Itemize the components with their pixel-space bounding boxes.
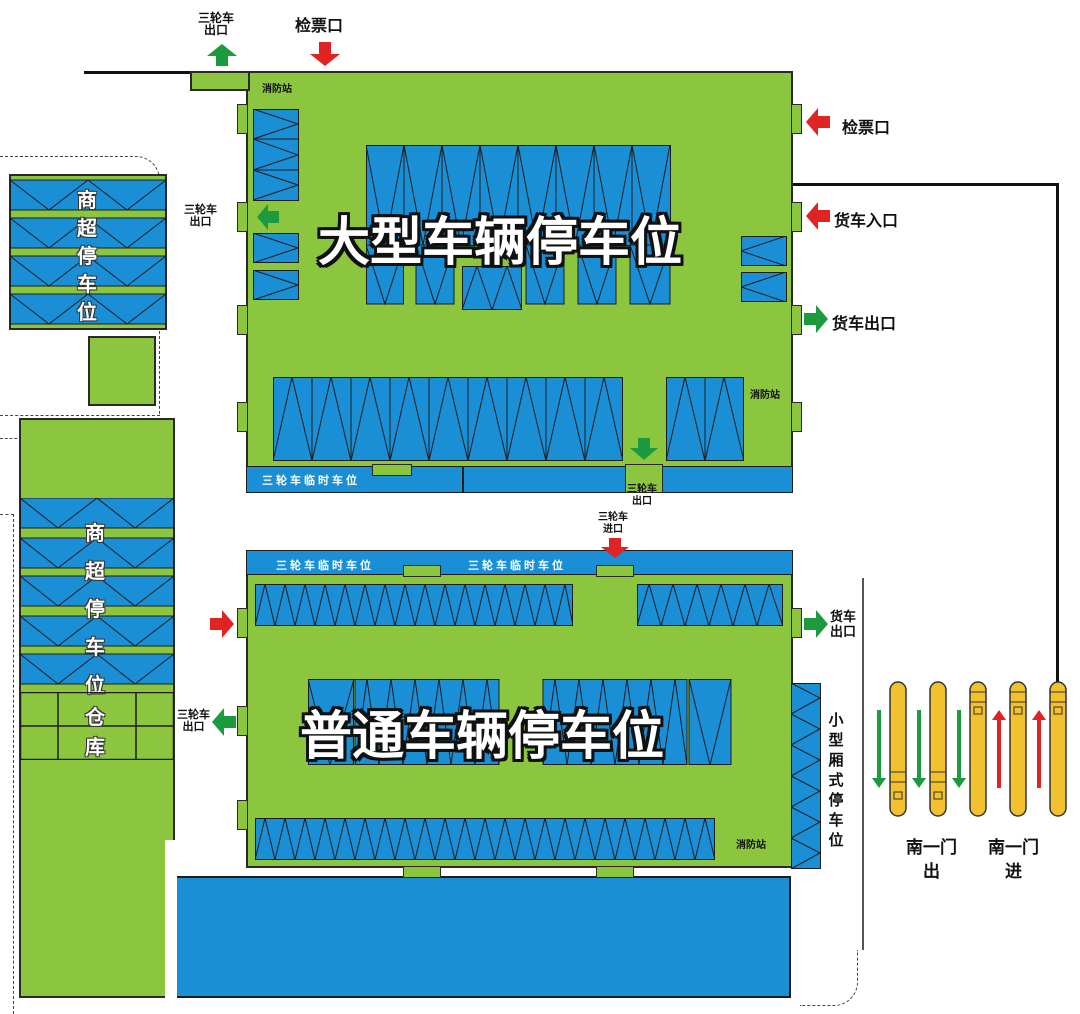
tricycle-temp-strip-mid <box>246 550 793 575</box>
lot-tab <box>791 608 802 638</box>
truck-exit-arrow-top <box>804 305 828 333</box>
top-entry-pad <box>190 71 250 91</box>
tricycle-entry-passage <box>596 565 634 577</box>
tricycle-exit-arrow-left-bottom <box>212 708 236 736</box>
tricycle-exit-top-label: 三轮车 出口 <box>198 11 235 37</box>
bottom-building <box>168 876 791 998</box>
lot-tab <box>237 305 248 335</box>
south-gate-entry-label: 南一门 进 <box>988 838 1039 882</box>
supermarket-parking-bottom <box>20 498 174 685</box>
tricycle-entry-arrow-down <box>601 538 629 558</box>
boundary-line-right <box>862 578 864 950</box>
parking-row-lower <box>255 818 715 860</box>
lot-tab <box>791 104 802 134</box>
lot-tab <box>237 402 248 432</box>
tricycle-temp-label-top: 三轮车临时车位 <box>262 474 360 487</box>
boundary-dashed-left <box>0 438 22 439</box>
lot-tab <box>237 202 248 232</box>
tricycle-exit-passage <box>625 464 663 493</box>
lot-tab <box>791 202 802 232</box>
parking-block-left-mid <box>253 233 299 263</box>
boundary-dashed-br <box>800 950 858 1006</box>
tricycle-entry-mid-label: 三轮车 进口 <box>598 512 628 535</box>
bottom-connector <box>403 866 441 878</box>
lot-tab <box>791 402 802 432</box>
parking-block-top-left <box>253 109 299 201</box>
fire-station-bottom: 消防站 <box>736 840 766 851</box>
boundary-line-top <box>84 71 194 74</box>
south-gate-barriers <box>872 681 1067 817</box>
strip-divider <box>462 466 464 493</box>
ticket-right-label: 检票口 <box>842 118 891 137</box>
strip-gap <box>403 565 441 577</box>
supermarket-label-top: 商超停车位 <box>77 188 97 324</box>
boundary-dashed-bottom <box>0 514 14 1014</box>
bottom-connector <box>596 866 634 878</box>
truck-exit-arrow-bottom <box>804 610 828 638</box>
lot-notch <box>165 840 177 1000</box>
exit-arrow-up <box>207 44 237 66</box>
large-parking-title: 大型车辆停车位 <box>318 213 683 273</box>
parking-block-right-lower <box>741 272 787 302</box>
small-box-parking-column <box>791 683 821 869</box>
access-road-line-v <box>1056 183 1059 683</box>
normal-parking-title: 普通车辆停车位 <box>300 707 665 767</box>
warehouse-label: 仓库 <box>85 705 105 759</box>
south-gate-exit-label: 南一门 出 <box>906 838 957 882</box>
parking-block-center-small <box>462 266 522 310</box>
lot-tab <box>237 800 248 830</box>
tricycle-temp-label-mid-right: 三轮车临时车位 <box>468 559 566 572</box>
parking-row-middle <box>308 679 732 765</box>
tricycle-exit-mid-label: 三轮车 出口 <box>627 484 657 507</box>
small-green-block <box>88 336 156 406</box>
lot-tab <box>237 706 248 736</box>
lot-tab <box>791 305 802 335</box>
parking-block-right-upper <box>741 236 787 266</box>
tricycle-exit-arrow-left-top <box>257 204 279 230</box>
truck-exit-top-label: 货车出口 <box>832 314 897 333</box>
small-box-parking-label: 小型厢式停车位 <box>828 711 844 849</box>
parking-row-upper-right <box>637 584 783 626</box>
fire-station-top: 消防站 <box>262 84 292 95</box>
truck-exit-bottom-label: 货车 出口 <box>830 610 857 640</box>
parking-block-large-top <box>366 145 671 305</box>
parking-row-upper-left <box>255 584 573 626</box>
truck-entry-label: 货车入口 <box>834 211 899 230</box>
supermarket-label-bottom: 商超停车位 <box>85 521 105 697</box>
entry-arrow-right <box>210 610 234 638</box>
strip-gap <box>372 464 412 476</box>
supermarket-parking-top <box>10 179 166 325</box>
warehouse-grid <box>20 692 174 760</box>
parking-block-left-low <box>253 270 299 300</box>
lot-tab <box>237 104 248 134</box>
tricycle-exit-left-top-label: 三轮车 出口 <box>184 203 217 228</box>
tricycle-exit-left-bottom-label: 三轮车 出口 <box>177 708 210 733</box>
tricycle-temp-label-mid-left: 三轮车临时车位 <box>276 559 374 572</box>
ticket-top-label: 检票口 <box>295 16 344 35</box>
parking-block-bottom-right <box>666 377 744 461</box>
access-road-line-h <box>792 183 1058 186</box>
tricycle-temp-strip-top <box>246 466 793 493</box>
ticket-arrow-down <box>310 42 340 66</box>
ticket-arrow-left <box>806 108 830 136</box>
lot-tab <box>237 608 248 638</box>
parking-block-bottom-row <box>273 377 623 461</box>
fire-station-mid: 消防站 <box>750 390 780 401</box>
tricycle-exit-arrow-down <box>630 438 658 460</box>
truck-entry-arrow <box>806 202 830 230</box>
